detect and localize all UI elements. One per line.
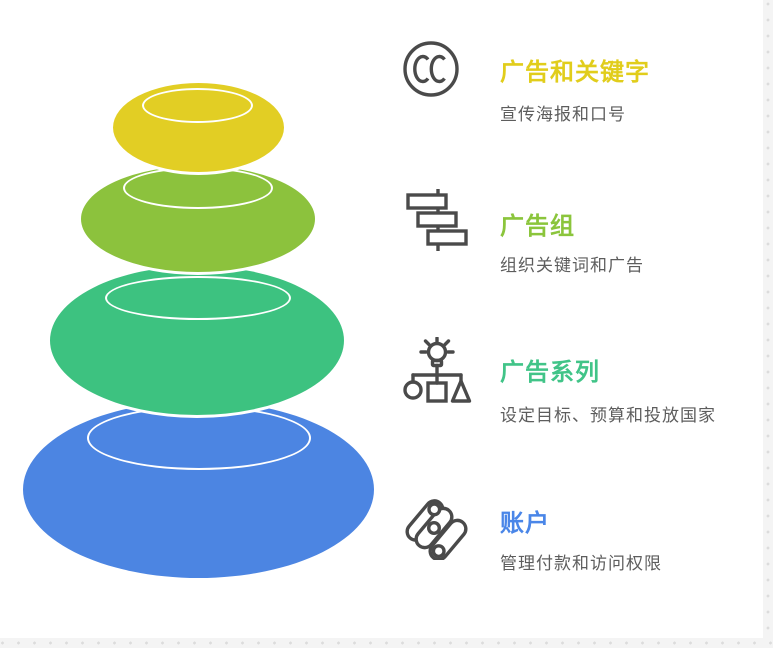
stone-level-account <box>20 398 377 581</box>
canvas-edge-dots-right <box>763 0 773 648</box>
diagonal-links-icon <box>402 488 470 565</box>
idea-structure-icon <box>402 336 472 414</box>
stone-level-campaign <box>47 263 347 418</box>
section-desc-ads-keywords: 宣传海报和口号 <box>500 105 626 124</box>
gantt-icon <box>406 188 472 257</box>
section-title-ads-keywords: 广告和关键字 <box>500 59 650 86</box>
section-desc-ad-group: 组织关键词和广告 <box>500 256 644 275</box>
section-desc-account: 管理付款和访问权限 <box>500 554 662 573</box>
section-desc-campaign: 设定目标、预算和投放国家 <box>500 406 716 425</box>
section-title-account: 账户 <box>500 510 550 537</box>
section-title-ad-group: 广告组 <box>500 213 575 240</box>
stone-level-ad-group <box>78 163 318 275</box>
canvas-edge-dots-bottom <box>0 638 773 648</box>
stone-highlight-ring <box>142 88 253 123</box>
stone-level-ads-keywords <box>110 80 287 175</box>
cc-icon <box>402 40 460 103</box>
stone-highlight-ring <box>105 276 291 320</box>
section-title-campaign: 广告系列 <box>500 359 600 386</box>
